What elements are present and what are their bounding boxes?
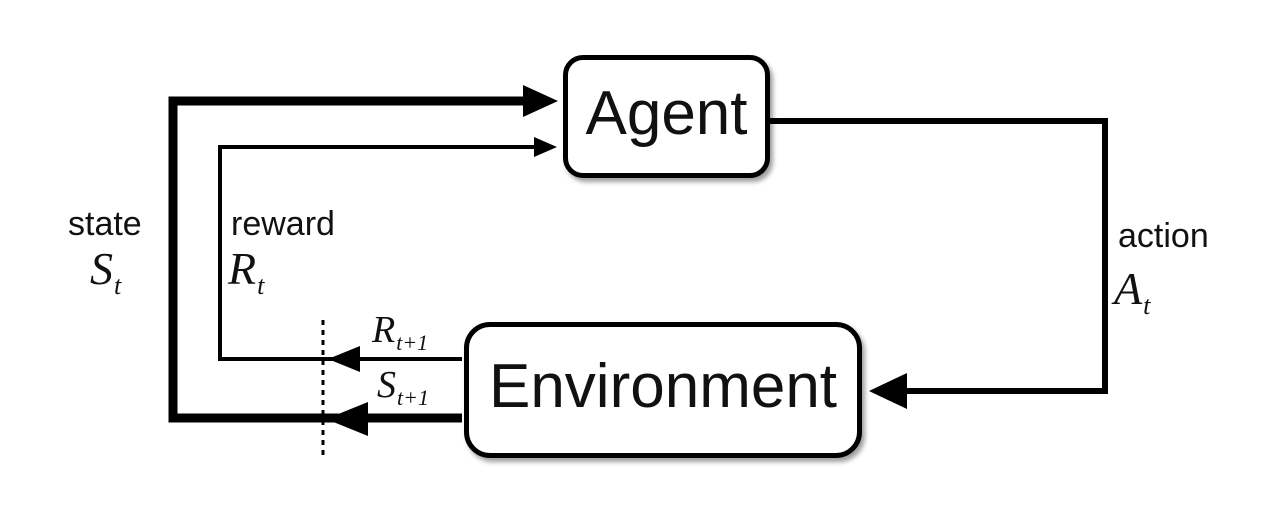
next-reward-symbol: Rt+1 [372, 309, 428, 354]
next-state-symbol: St+1 [377, 364, 429, 409]
next-state-symbol-base: S [377, 364, 396, 406]
agent-node-label: Agent [585, 78, 748, 148]
reward-symbol: Rt [228, 243, 264, 299]
agent-node: Agent [563, 55, 770, 178]
state-symbol: St [90, 243, 121, 299]
action-symbol-sub: t [1143, 291, 1151, 320]
reward-into-agent-arrowhead [534, 137, 557, 157]
state-word-label: state [68, 205, 142, 243]
next-reward-arrowhead [328, 346, 360, 372]
environment-node: Environment [464, 322, 862, 458]
next-reward-symbol-sub: t+1 [396, 330, 429, 355]
state-line [168, 96, 527, 423]
environment-node-label: Environment [488, 352, 838, 421]
action-into-environment-arrowhead [869, 373, 907, 409]
next-state-arrowhead [326, 402, 368, 436]
action-line [768, 118, 1108, 394]
state-symbol-base: S [90, 243, 113, 294]
state-symbol-sub: t [114, 271, 122, 300]
reward-word-label: reward [231, 205, 335, 243]
action-symbol-base: A [1114, 263, 1143, 314]
action-symbol: At [1114, 263, 1150, 319]
reward-symbol-sub: t [257, 271, 265, 300]
state-into-agent-arrowhead [523, 85, 558, 117]
action-word-label: action [1118, 217, 1209, 255]
reward-symbol-base: R [228, 243, 257, 294]
next-reward-symbol-base: R [372, 309, 396, 351]
next-state-symbol-sub: t+1 [397, 385, 429, 410]
